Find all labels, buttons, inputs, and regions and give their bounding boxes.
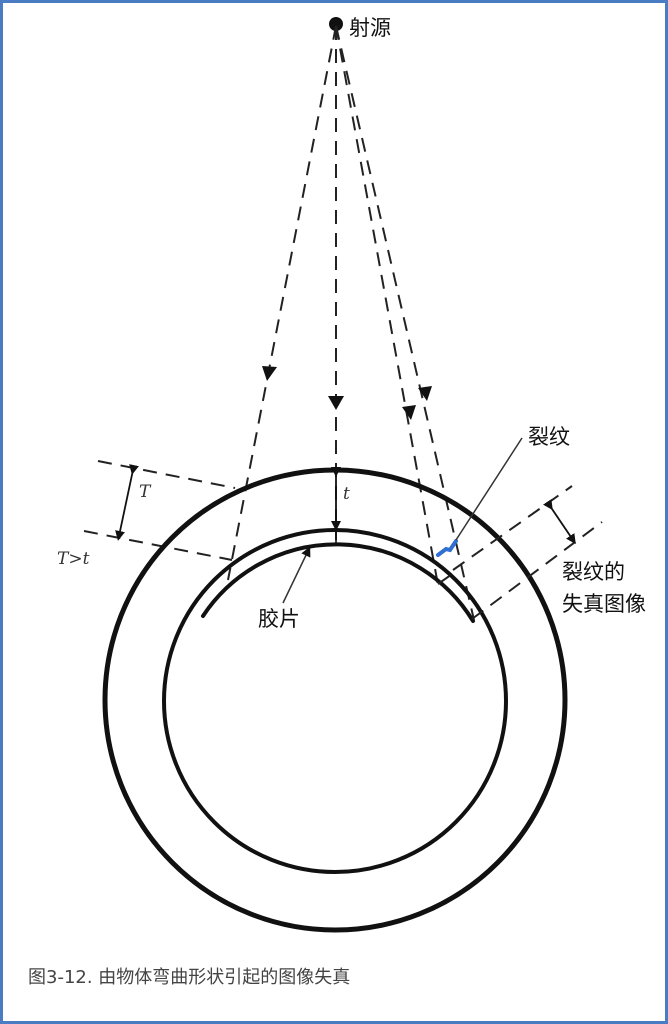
film-pointer-arrow: [282, 546, 311, 604]
inner-pipe-wall: [162, 528, 508, 874]
T-dimension-arrow: [115, 464, 139, 541]
crack-mark: [436, 539, 458, 557]
T-dimension-lines: [83, 460, 236, 561]
label-T: T: [139, 482, 151, 502]
label-distorted-image-line1: 裂纹的: [562, 560, 625, 584]
ray-arrowheads: [262, 366, 432, 420]
crack-leader-line: [455, 437, 523, 541]
film-arc: [201, 542, 475, 623]
label-distorted-image-line2: 失真图像: [562, 592, 646, 616]
distorted-image-dimension-arrow: [543, 499, 576, 545]
figure-caption: 图3-12. 由物体弯曲形状引起的图像失真: [28, 967, 351, 988]
label-t: t: [343, 484, 350, 504]
label-crack: 裂纹: [528, 425, 570, 449]
radiation-source-dot: [329, 17, 343, 31]
label-T-greater-t: T>t: [57, 549, 90, 569]
outer-pipe-wall: [102, 467, 568, 933]
label-source: 射源: [349, 16, 391, 40]
label-film: 胶片: [258, 607, 300, 631]
